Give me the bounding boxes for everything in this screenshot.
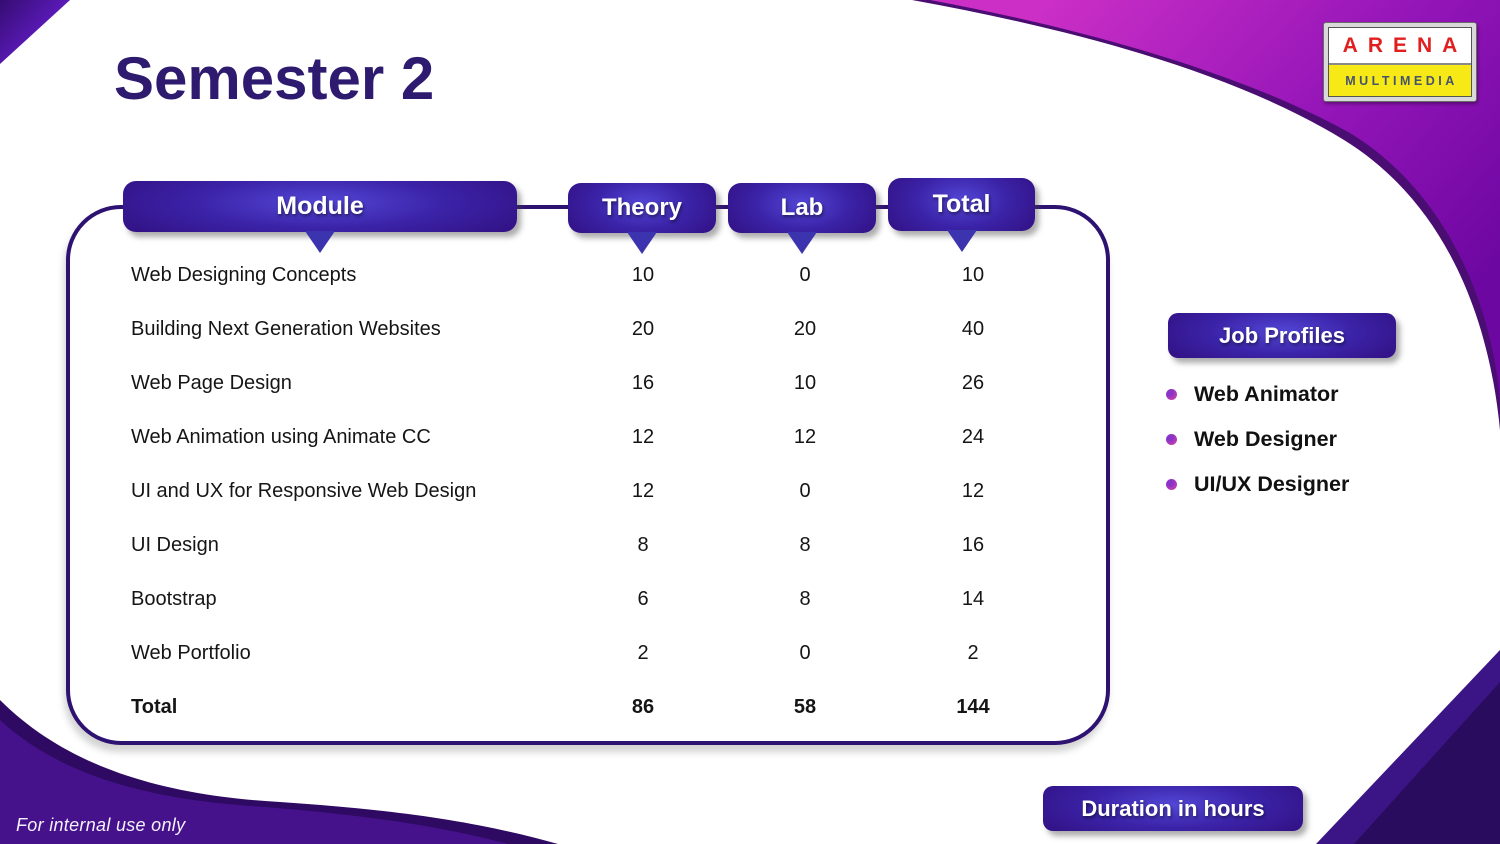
table-row: Bootstrap 6 8 14 <box>70 572 1107 626</box>
total-cell: 16 <box>961 533 985 556</box>
pointer-down-icon <box>787 232 817 254</box>
module-cell: UI Design <box>131 533 219 556</box>
lab-cell: 58 <box>793 695 817 718</box>
theory-cell: 6 <box>637 587 649 610</box>
column-header-module: Module <box>123 181 517 253</box>
job-profile-item: Web Animator <box>1166 372 1349 417</box>
bullet-icon <box>1166 479 1177 490</box>
lab-cell: 10 <box>793 371 817 394</box>
table-row: Building Next Generation Websites 20 20 40 <box>70 302 1107 356</box>
job-profile-label: UI/UX Designer <box>1194 472 1350 496</box>
total-cell: 12 <box>961 479 985 502</box>
total-cell: 10 <box>961 263 985 286</box>
logo-multimedia-text: MULTIMEDIA <box>1329 65 1471 96</box>
lab-cell: 12 <box>793 425 817 448</box>
table-row: Web Designing Concepts 10 0 10 <box>70 248 1107 302</box>
total-cell: 14 <box>961 587 985 610</box>
module-cell: Bootstrap <box>131 587 217 610</box>
total-cell: 40 <box>961 317 985 340</box>
job-profiles-header: Job Profiles <box>1168 313 1396 358</box>
module-cell: Web Designing Concepts <box>131 263 357 286</box>
lab-cell: 0 <box>799 641 811 664</box>
theory-cell: 12 <box>631 479 655 502</box>
duration-in-hours-badge: Duration in hours <box>1043 786 1303 831</box>
lab-cell: 20 <box>793 317 817 340</box>
table-row: Total 86 58 144 <box>70 680 1107 734</box>
column-header-theory: Theory <box>568 183 716 254</box>
lab-cell: 8 <box>799 587 811 610</box>
column-header-label: Total <box>932 190 991 218</box>
wave-shape <box>0 720 508 844</box>
total-cell: 2 <box>967 641 979 664</box>
column-header-label: Lab <box>780 194 824 221</box>
lab-cell: 8 <box>799 533 811 556</box>
module-cell: Building Next Generation Websites <box>131 317 441 340</box>
duration-label: Duration in hours <box>1081 795 1265 821</box>
table-row: Web Portfolio 2 0 2 <box>70 626 1107 680</box>
pointer-down-icon <box>946 230 977 252</box>
modules-table-frame <box>66 205 1110 745</box>
table-row: UI and UX for Responsive Web Design 12 0 12 <box>70 464 1107 518</box>
total-cell: 24 <box>961 425 985 448</box>
table-row: Web Animation using Animate CC 12 12 24 <box>70 410 1107 464</box>
theory-cell: 10 <box>631 263 655 286</box>
pointer-down-icon <box>627 232 657 254</box>
corner-triangle-bottom-right-dark <box>1354 682 1500 844</box>
page-title: Semester 2 <box>114 45 435 112</box>
theory-cell: 2 <box>637 641 649 664</box>
bullet-icon <box>1166 389 1177 400</box>
corner-triangle-top-left <box>0 0 70 64</box>
theory-cell: 8 <box>637 533 649 556</box>
logo-frame: ARENA MULTIMEDIA <box>1328 27 1472 97</box>
job-profile-label: Web Designer <box>1194 427 1337 451</box>
job-profile-label: Web Animator <box>1194 382 1339 406</box>
theory-cell: 86 <box>631 695 655 718</box>
table-row: Web Page Design 16 10 26 <box>70 356 1107 410</box>
theory-cell: 12 <box>631 425 655 448</box>
table-row: UI Design 8 8 16 <box>70 518 1107 572</box>
pointer-down-icon <box>305 231 335 253</box>
bullet-icon <box>1166 434 1177 445</box>
module-cell: Web Portfolio <box>131 641 251 664</box>
footer-note: For internal use only <box>16 815 186 835</box>
job-profile-item: Web Designer <box>1166 417 1349 462</box>
lab-cell: 0 <box>799 263 811 286</box>
theory-cell: 16 <box>631 371 655 394</box>
theory-cell: 20 <box>631 317 655 340</box>
module-cell: Web Animation using Animate CC <box>131 425 431 448</box>
module-cell: Total <box>131 695 178 718</box>
column-header-lab: Lab <box>728 183 876 254</box>
job-profiles-label: Job Profiles <box>1219 322 1345 348</box>
column-header-label: Theory <box>601 194 682 221</box>
column-header-label: Module <box>276 192 364 220</box>
lab-cell: 0 <box>799 479 811 502</box>
total-cell: 144 <box>956 695 990 718</box>
total-cell: 26 <box>961 371 985 394</box>
arena-multimedia-logo: ARENA MULTIMEDIA <box>1323 22 1477 102</box>
module-cell: Web Page Design <box>131 371 292 394</box>
module-cell: UI and UX for Responsive Web Design <box>131 479 477 502</box>
job-profile-item: UI/UX Designer <box>1166 462 1349 507</box>
column-header-total: Total <box>888 178 1035 252</box>
logo-arena-text: ARENA <box>1329 28 1471 66</box>
